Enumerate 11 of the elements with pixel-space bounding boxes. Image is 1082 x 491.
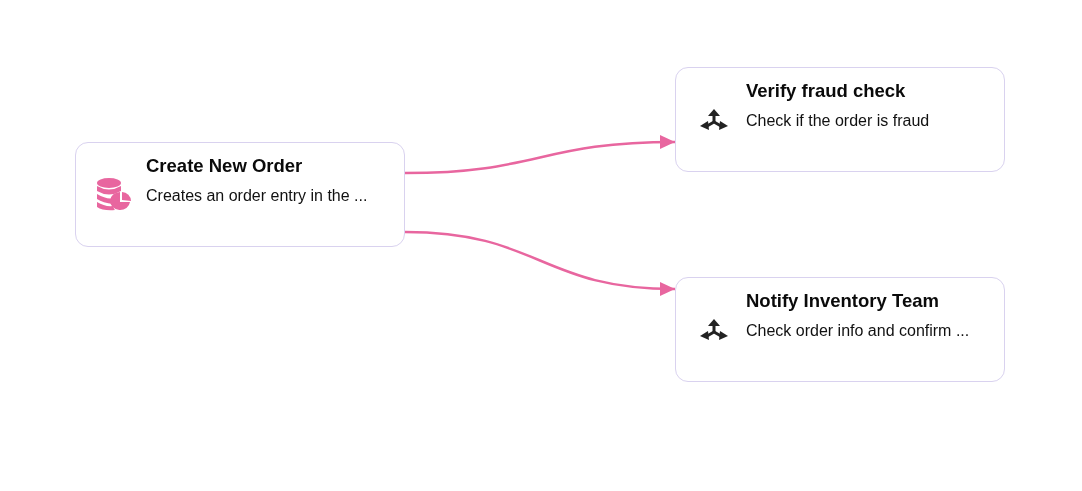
arrow [404, 230, 676, 296]
task-title: Verify fraud check [746, 80, 906, 102]
task-title: Create New Order [146, 155, 303, 177]
task-card [675, 67, 1005, 172]
task-description: Check if the order is fraud [746, 111, 930, 131]
task-title: Notify Inventory Team [746, 290, 939, 312]
task-card [75, 142, 405, 247]
task-description: Check order info and confirm ... [746, 321, 970, 341]
arrow [404, 135, 676, 175]
task-card [675, 277, 1005, 382]
task-description: Creates an order entry in the ... [146, 186, 368, 206]
